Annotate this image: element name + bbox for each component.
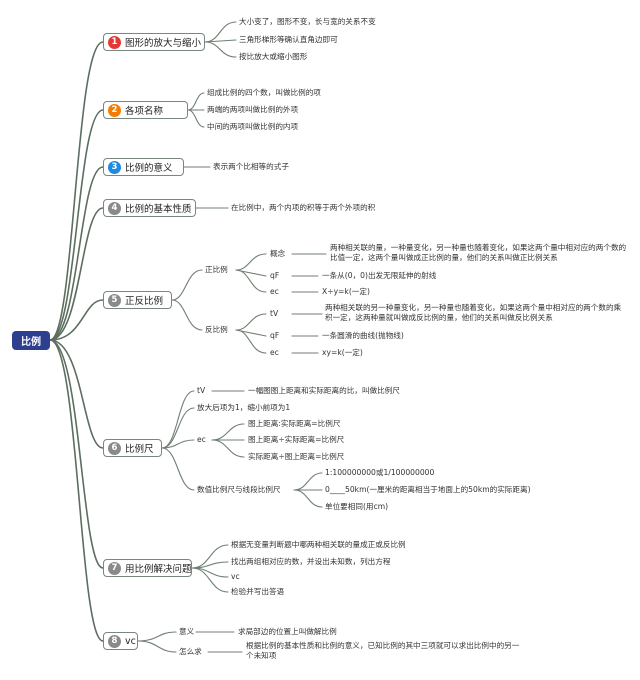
fan-tv-text: 两种相关联的另一种量变化，另一种量也随着变化，如果这两个量中相对应的两个数的乘积… <box>325 303 622 322</box>
number-badge-icon: 8 <box>108 634 121 648</box>
branch-label: 各项名称 <box>125 106 164 117</box>
scale-shuzhi-label: 数值比例尺与线段比例尺 <box>197 485 281 494</box>
number-badge-icon: 2 <box>108 103 121 117</box>
number-badge-icon: 6 <box>108 441 121 455</box>
zheng-ec-text: X÷y=k(一定) <box>322 287 370 296</box>
solve-zms-label: 怎么求 <box>179 647 202 656</box>
branch-node-7[interactable]: 7 用比例解决问题 <box>103 559 192 577</box>
branch-node-8[interactable]: 8 vc <box>103 632 138 650</box>
leaf-1-3: 按比放大或缩小图形 <box>239 52 308 61</box>
branch-line-1 <box>49 41 104 341</box>
leaf-7-3: vc <box>231 572 240 581</box>
scale-ec-2: 图上距离÷实际距离=比例尺 <box>248 435 345 444</box>
scale-tv-text: 一幅图图上距离和实际距离的比，叫做比例尺 <box>248 386 400 395</box>
solve-yiyi-label: 意义 <box>179 627 195 636</box>
branch-node-4[interactable]: 4 比例的基本性质 <box>103 199 196 217</box>
branch-label: 用比例解决问题 <box>125 564 192 575</box>
scale-shuzhi-1: 1:100000000或1/100000000 <box>325 468 435 477</box>
branch-line-2 <box>49 109 104 341</box>
number-badge-icon: 1 <box>108 35 121 49</box>
fan-qf-label: qF <box>270 331 280 340</box>
branch-node-1[interactable]: 1 图形的放大与缩小 <box>103 33 205 51</box>
leaf-3-1: 表示两个比相等的式子 <box>213 162 289 171</box>
scale-shuzhi-3: 单位要相同(用cm) <box>325 502 389 511</box>
branch-node-2[interactable]: 2 各项名称 <box>103 101 188 119</box>
leaf-2-2: 两端的两项叫做比例的外项 <box>207 105 299 114</box>
branch-line-7 <box>49 339 104 569</box>
branch-label: 正反比例 <box>125 296 164 307</box>
zheng-ec-label: ec <box>270 287 279 296</box>
leaf-1-2: 三角形梯形等确认直角边即可 <box>239 35 338 44</box>
number-badge-icon: 3 <box>108 160 121 174</box>
branch-node-5[interactable]: 5 正反比例 <box>103 291 172 309</box>
zheng-gainian-label: 概念 <box>270 249 286 258</box>
branch-line-3 <box>49 166 104 341</box>
fan-tv-label: tV <box>270 309 279 318</box>
scale-ec-label: ec <box>197 435 206 444</box>
scale-ec-1: 图上距离:实际距离=比例尺 <box>248 419 341 428</box>
leaf-4-1: 在比例中，两个内项的积等于两个外项的积 <box>231 203 376 212</box>
zheng-qf-label: qF <box>270 271 280 280</box>
fan-qf-text: 一条圆滑的曲线(抛物线) <box>322 331 404 340</box>
branch-label: 比例的基本性质 <box>125 204 192 215</box>
branch-label: 比例的意义 <box>125 163 173 174</box>
zhengbili-label: 正比例 <box>205 265 228 274</box>
fan-ec-text: xy=k(一定) <box>322 348 363 357</box>
leaf-7-1: 根据无变量判断题中哪两种相关联的量成正或反比例 <box>231 540 406 549</box>
fanbili-label: 反比例 <box>205 325 228 334</box>
number-badge-icon: 5 <box>108 293 121 307</box>
zheng-gainian-text: 两种相关联的量，一种量变化，另一种量也随着变化，如果这两个量中相对应的两个数的比… <box>330 243 627 262</box>
branch-node-3[interactable]: 3 比例的意义 <box>103 158 184 176</box>
leaf-2-1: 组成比例的四个数，叫做比例的项 <box>207 88 321 97</box>
zheng-qf-text: 一条从(0，0)出发无限延伸的射线 <box>322 271 437 280</box>
leaf-7-2: 找出两组相对应的数，并设出未知数，列出方程 <box>231 557 391 566</box>
number-badge-icon: 4 <box>108 201 121 215</box>
branch-line-5 <box>49 299 104 341</box>
scale-shuzhi-2: 0____50km(一厘米的距离相当于地面上的50km的实际距离) <box>325 485 531 494</box>
leaf-7-4: 检验并写出答语 <box>231 587 285 596</box>
scale-tv-label: tV <box>197 386 206 395</box>
branch-label: 图形的放大与缩小 <box>125 38 202 49</box>
branch-line-4 <box>49 207 104 341</box>
scale-ec-3: 实际距离÷图上距离=比例尺 <box>248 452 345 461</box>
root-node[interactable]: 比例 <box>12 331 50 350</box>
leaf-2-3: 中间的两项叫做比例的内项 <box>207 122 299 131</box>
scale-fangda: 放大后项为1，缩小前项为1 <box>197 403 291 412</box>
solve-zms-text: 根据比例的基本性质和比例的意义，已知比例的其中三项就可以求出比例中的另一个未知项 <box>246 641 520 660</box>
number-badge-icon: 7 <box>108 561 121 575</box>
branch-line-6 <box>49 339 104 449</box>
branch-node-6[interactable]: 6 比例尺 <box>103 439 162 457</box>
leaf-1-1: 大小变了，图形不变，长与宽的关系不变 <box>239 17 376 26</box>
fan-ec-label: ec <box>270 348 279 357</box>
solve-yiyi-text: 求局部边的位置上叫做解比例 <box>238 627 337 636</box>
branch-line-8 <box>49 339 104 642</box>
branch-label: 比例尺 <box>125 444 154 455</box>
branch-label: vc <box>125 635 136 647</box>
